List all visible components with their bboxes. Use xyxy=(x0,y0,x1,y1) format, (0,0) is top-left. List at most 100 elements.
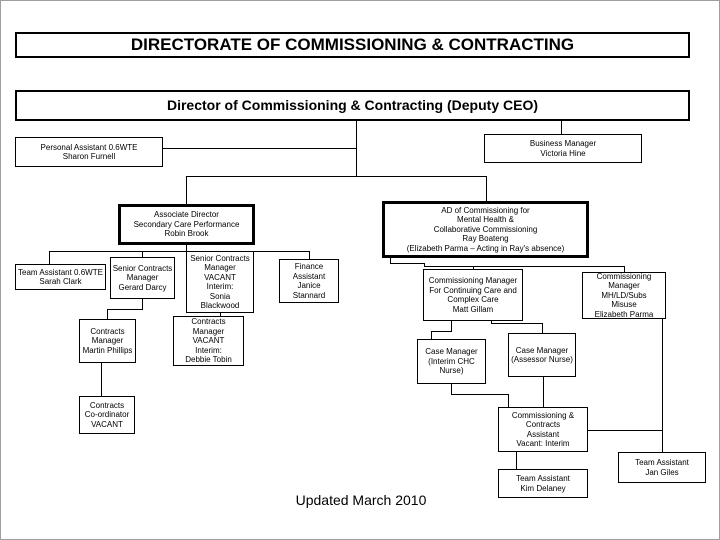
node-text-line: Complex Care xyxy=(447,295,499,304)
connector xyxy=(451,321,452,331)
connector xyxy=(473,266,474,269)
node-text-line: Senior Contracts xyxy=(190,253,250,263)
node-text-line: Assistant xyxy=(292,271,326,281)
node-text-line: Manager xyxy=(126,273,159,283)
node-text-line: Misuse xyxy=(611,300,637,310)
node-text-line: Contracts xyxy=(89,400,125,410)
updated-date-label: Updated March 2010 xyxy=(295,492,427,508)
node-text-line: Sharon Furnell xyxy=(62,152,116,161)
connector xyxy=(424,263,425,266)
node-text-line: Nurse) xyxy=(439,366,464,376)
connector xyxy=(101,363,102,396)
connector xyxy=(491,321,492,324)
connector xyxy=(220,313,221,316)
node-text-line: Elizabeth Parma xyxy=(594,309,654,319)
connector xyxy=(491,323,543,324)
node-text-line: Co-ordinator xyxy=(84,410,130,420)
connector xyxy=(107,309,108,319)
node-text-line: (Interim CHC xyxy=(428,356,475,366)
node-text-line: Blackwood xyxy=(200,301,240,310)
connector xyxy=(309,251,310,259)
node-text-line: Case Manager xyxy=(425,347,478,357)
connector xyxy=(186,176,187,204)
node-text-line: Jan Giles xyxy=(645,467,679,477)
node-text-line: Contracts xyxy=(90,326,125,336)
connector xyxy=(431,331,452,332)
org-node-case-manager-assessor: Case Manager(Assessor Nurse) xyxy=(508,333,576,377)
connector xyxy=(49,251,309,252)
connector xyxy=(561,121,562,134)
node-text-line: Gerard Darcy xyxy=(118,282,167,292)
connector xyxy=(486,176,487,201)
node-text-line: Manager xyxy=(192,326,225,336)
node-text-line: VACANT xyxy=(204,272,236,282)
node-text-line: Mental Health & xyxy=(457,215,514,225)
node-text-line: VACANT xyxy=(91,419,123,429)
node-text-line: Collaborative Commissioning xyxy=(433,224,538,234)
node-text-line: For Continuing Care and xyxy=(429,285,517,295)
node-text-line: Senior Contracts xyxy=(112,263,173,273)
node-text-line: Manager xyxy=(204,263,236,272)
connector xyxy=(186,176,487,177)
node-text-line: Business Manager xyxy=(529,139,597,148)
connector xyxy=(163,148,356,149)
connector xyxy=(451,394,509,395)
connector xyxy=(142,299,143,309)
node-text-line: Personal Assistant 0.6WTE xyxy=(40,142,138,152)
org-node-director: Director of Commissioning & Contracting … xyxy=(15,90,690,121)
org-node-directorate-title: DIRECTORATE OF COMMISSIONING & CONTRACTI… xyxy=(15,32,690,58)
node-text-line: (Assessor Nurse) xyxy=(511,355,573,364)
node-text-line: DIRECTORATE OF COMMISSIONING & CONTRACTI… xyxy=(130,35,575,55)
connector xyxy=(186,245,187,251)
node-text-line: VACANT xyxy=(192,336,225,346)
node-text-line: Finance xyxy=(294,262,324,271)
node-text-line: Interim: xyxy=(206,282,234,291)
connector xyxy=(107,309,143,310)
connector xyxy=(624,266,625,272)
connector xyxy=(356,121,357,176)
node-text-line: Victoria Hine xyxy=(540,148,586,158)
connector xyxy=(508,394,509,407)
node-text-line: Commissioning & xyxy=(511,410,575,420)
connector xyxy=(431,331,432,339)
node-text-line: Stannard xyxy=(292,290,326,300)
node-text-line: Contracts xyxy=(191,317,226,327)
node-text-line: Janice xyxy=(297,281,321,290)
node-text-line: (Elizabeth Parma – Acting in Ray's absen… xyxy=(406,243,565,253)
connector xyxy=(516,452,517,469)
connector xyxy=(390,263,424,264)
node-text-line: AD of Commissioning for xyxy=(441,205,530,215)
node-text-line: Ray Boateng xyxy=(462,234,509,244)
connector xyxy=(142,251,143,257)
connector xyxy=(451,384,452,394)
connector xyxy=(588,430,662,431)
connector xyxy=(49,251,50,264)
node-text-line: Commissioning xyxy=(596,271,652,281)
node-text-line: Sarah Clark xyxy=(39,277,82,286)
node-text-line: Commissioning Manager xyxy=(428,276,518,285)
node-text-line: Team Assistant xyxy=(516,474,570,483)
node-text-line: Contracts xyxy=(525,420,561,429)
node-text-line: Secondary Care Performance xyxy=(133,219,240,229)
node-text-line: Manager xyxy=(91,336,124,346)
node-text-line: Assistant xyxy=(526,429,560,439)
node-text-line: Sonia xyxy=(209,291,231,301)
connector xyxy=(543,377,544,407)
node-text-line: Team Assistant 0.6WTE xyxy=(18,267,103,277)
node-text-line: Manager xyxy=(608,281,640,291)
node-text-line: Director of Commissioning & Contracting … xyxy=(166,96,538,113)
node-text-line: Case Manager xyxy=(515,345,569,355)
